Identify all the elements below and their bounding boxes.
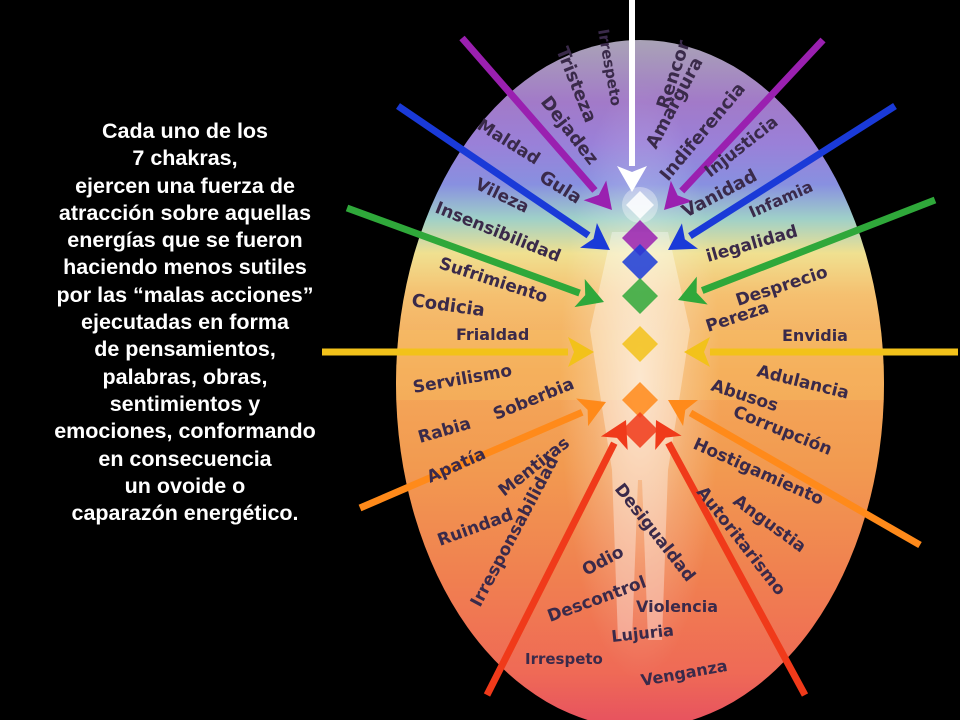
- energy-arrow: [345, 204, 604, 308]
- energy-label: Envidia: [782, 326, 848, 345]
- energy-arrow-head: [600, 420, 628, 450]
- energy-arrow: [483, 420, 628, 697]
- energy-arrow-shaft: [396, 103, 591, 239]
- chakra-points: [622, 191, 658, 448]
- caption-line: de pensamientos,: [94, 337, 276, 362]
- chakra-point: [622, 412, 658, 448]
- energy-arrow-shaft: [483, 441, 618, 697]
- energy-label: Frialdad: [456, 325, 529, 344]
- energy-label: Violencia: [636, 597, 718, 616]
- caption-line: atracción sobre aquellas: [58, 200, 312, 225]
- energy-arrow-shaft: [358, 409, 584, 512]
- caption-line: un ovoide o: [124, 473, 246, 498]
- caption-line: por las “malas acciones”: [56, 282, 314, 307]
- caption-text: Cada uno de los 7 chakras, ejercen una f…: [8, 118, 362, 527]
- caption-line: haciendo menos sutiles: [63, 255, 307, 280]
- caption-line: ejecutadas en forma: [81, 310, 289, 335]
- caption-line: caparazón energético.: [71, 501, 299, 526]
- caption-line: en consecuencia: [98, 446, 272, 471]
- energy-arrows: [322, 0, 958, 697]
- energy-arrow-head: [568, 337, 594, 367]
- caption-line: Cada uno de los: [101, 119, 269, 143]
- energy-arrow-shaft: [459, 35, 598, 193]
- energy-arrow: [678, 196, 937, 305]
- chakra-point: [622, 278, 658, 314]
- energy-arrow-shaft: [688, 409, 922, 549]
- energy-arrow-head: [684, 337, 710, 367]
- energy-arrow-head: [574, 278, 604, 308]
- energy-arrow-head: [617, 166, 647, 192]
- energy-arrow-shaft: [665, 441, 809, 697]
- caption-line: 7 chakras,: [132, 146, 238, 171]
- chakra-point: [622, 326, 658, 362]
- energy-arrow-head: [655, 420, 682, 451]
- energy-arrow: [668, 103, 897, 250]
- energy-arrow-shaft: [700, 196, 937, 294]
- energy-arrow-head: [668, 223, 698, 250]
- energy-arrow: [322, 337, 594, 367]
- energy-arrow: [655, 420, 809, 697]
- chakra-point: [626, 191, 654, 219]
- energy-arrow-head: [678, 276, 708, 305]
- energy-arrow-head: [664, 180, 693, 210]
- caption-line: sentimientos y: [109, 391, 261, 416]
- energy-arrow: [396, 103, 610, 250]
- chakra-point: [622, 220, 658, 256]
- energy-arrow-shaft: [345, 204, 581, 297]
- energy-arrow: [664, 37, 826, 210]
- chakra-point: [622, 382, 658, 418]
- energy-arrow: [668, 399, 922, 549]
- caption-line: ejercen una fuerza de: [75, 173, 295, 198]
- energy-arrow: [617, 0, 647, 192]
- energy-arrow-shaft: [688, 103, 897, 240]
- chakra-point: [622, 244, 658, 280]
- energy-arrow-shaft: [679, 37, 826, 194]
- caption-line: energías que se fueron: [67, 228, 303, 253]
- energy-arrow-head: [580, 222, 610, 250]
- caption-line: emociones, conformando: [54, 419, 316, 444]
- caption-line: palabras, obras,: [102, 364, 268, 389]
- energy-arrow-head: [583, 180, 612, 210]
- energy-arrow: [684, 337, 958, 367]
- energy-arrow: [459, 35, 612, 210]
- energy-arrow-head: [668, 399, 699, 426]
- energy-label: Irrespeto: [525, 650, 603, 668]
- energy-arrow-head: [576, 398, 606, 427]
- energy-arrow: [358, 398, 606, 512]
